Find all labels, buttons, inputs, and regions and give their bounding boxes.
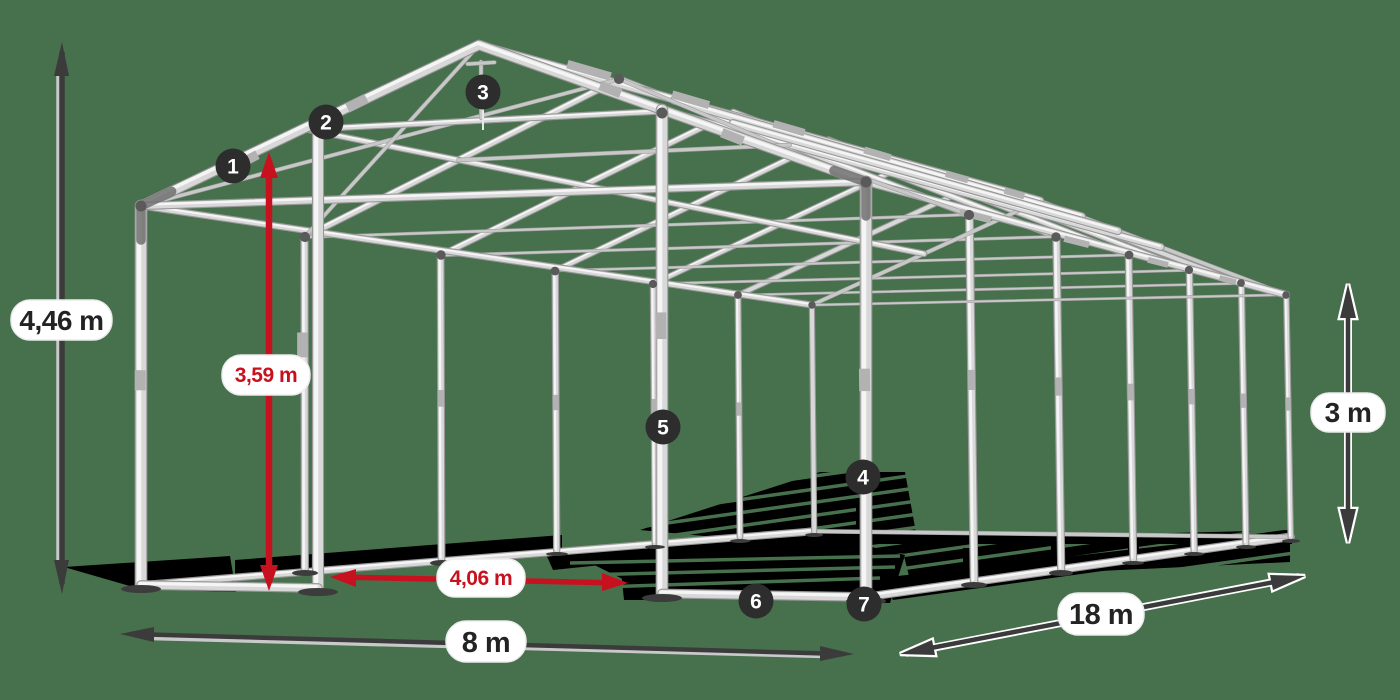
svg-text:4: 4	[857, 467, 869, 490]
svg-text:3: 3	[477, 82, 489, 105]
svg-text:3,59 m: 3,59 m	[235, 364, 297, 387]
svg-text:2: 2	[320, 112, 332, 135]
svg-text:5: 5	[657, 417, 669, 440]
svg-text:7: 7	[858, 594, 870, 617]
svg-text:1: 1	[227, 156, 239, 179]
svg-text:18 m: 18 m	[1069, 599, 1133, 631]
svg-text:3 m: 3 m	[1325, 397, 1372, 428]
svg-text:6: 6	[750, 591, 762, 614]
svg-text:8 m: 8 m	[462, 627, 510, 659]
svg-text:4,06 m: 4,06 m	[450, 567, 512, 590]
svg-text:4,46 m: 4,46 m	[19, 305, 103, 336]
